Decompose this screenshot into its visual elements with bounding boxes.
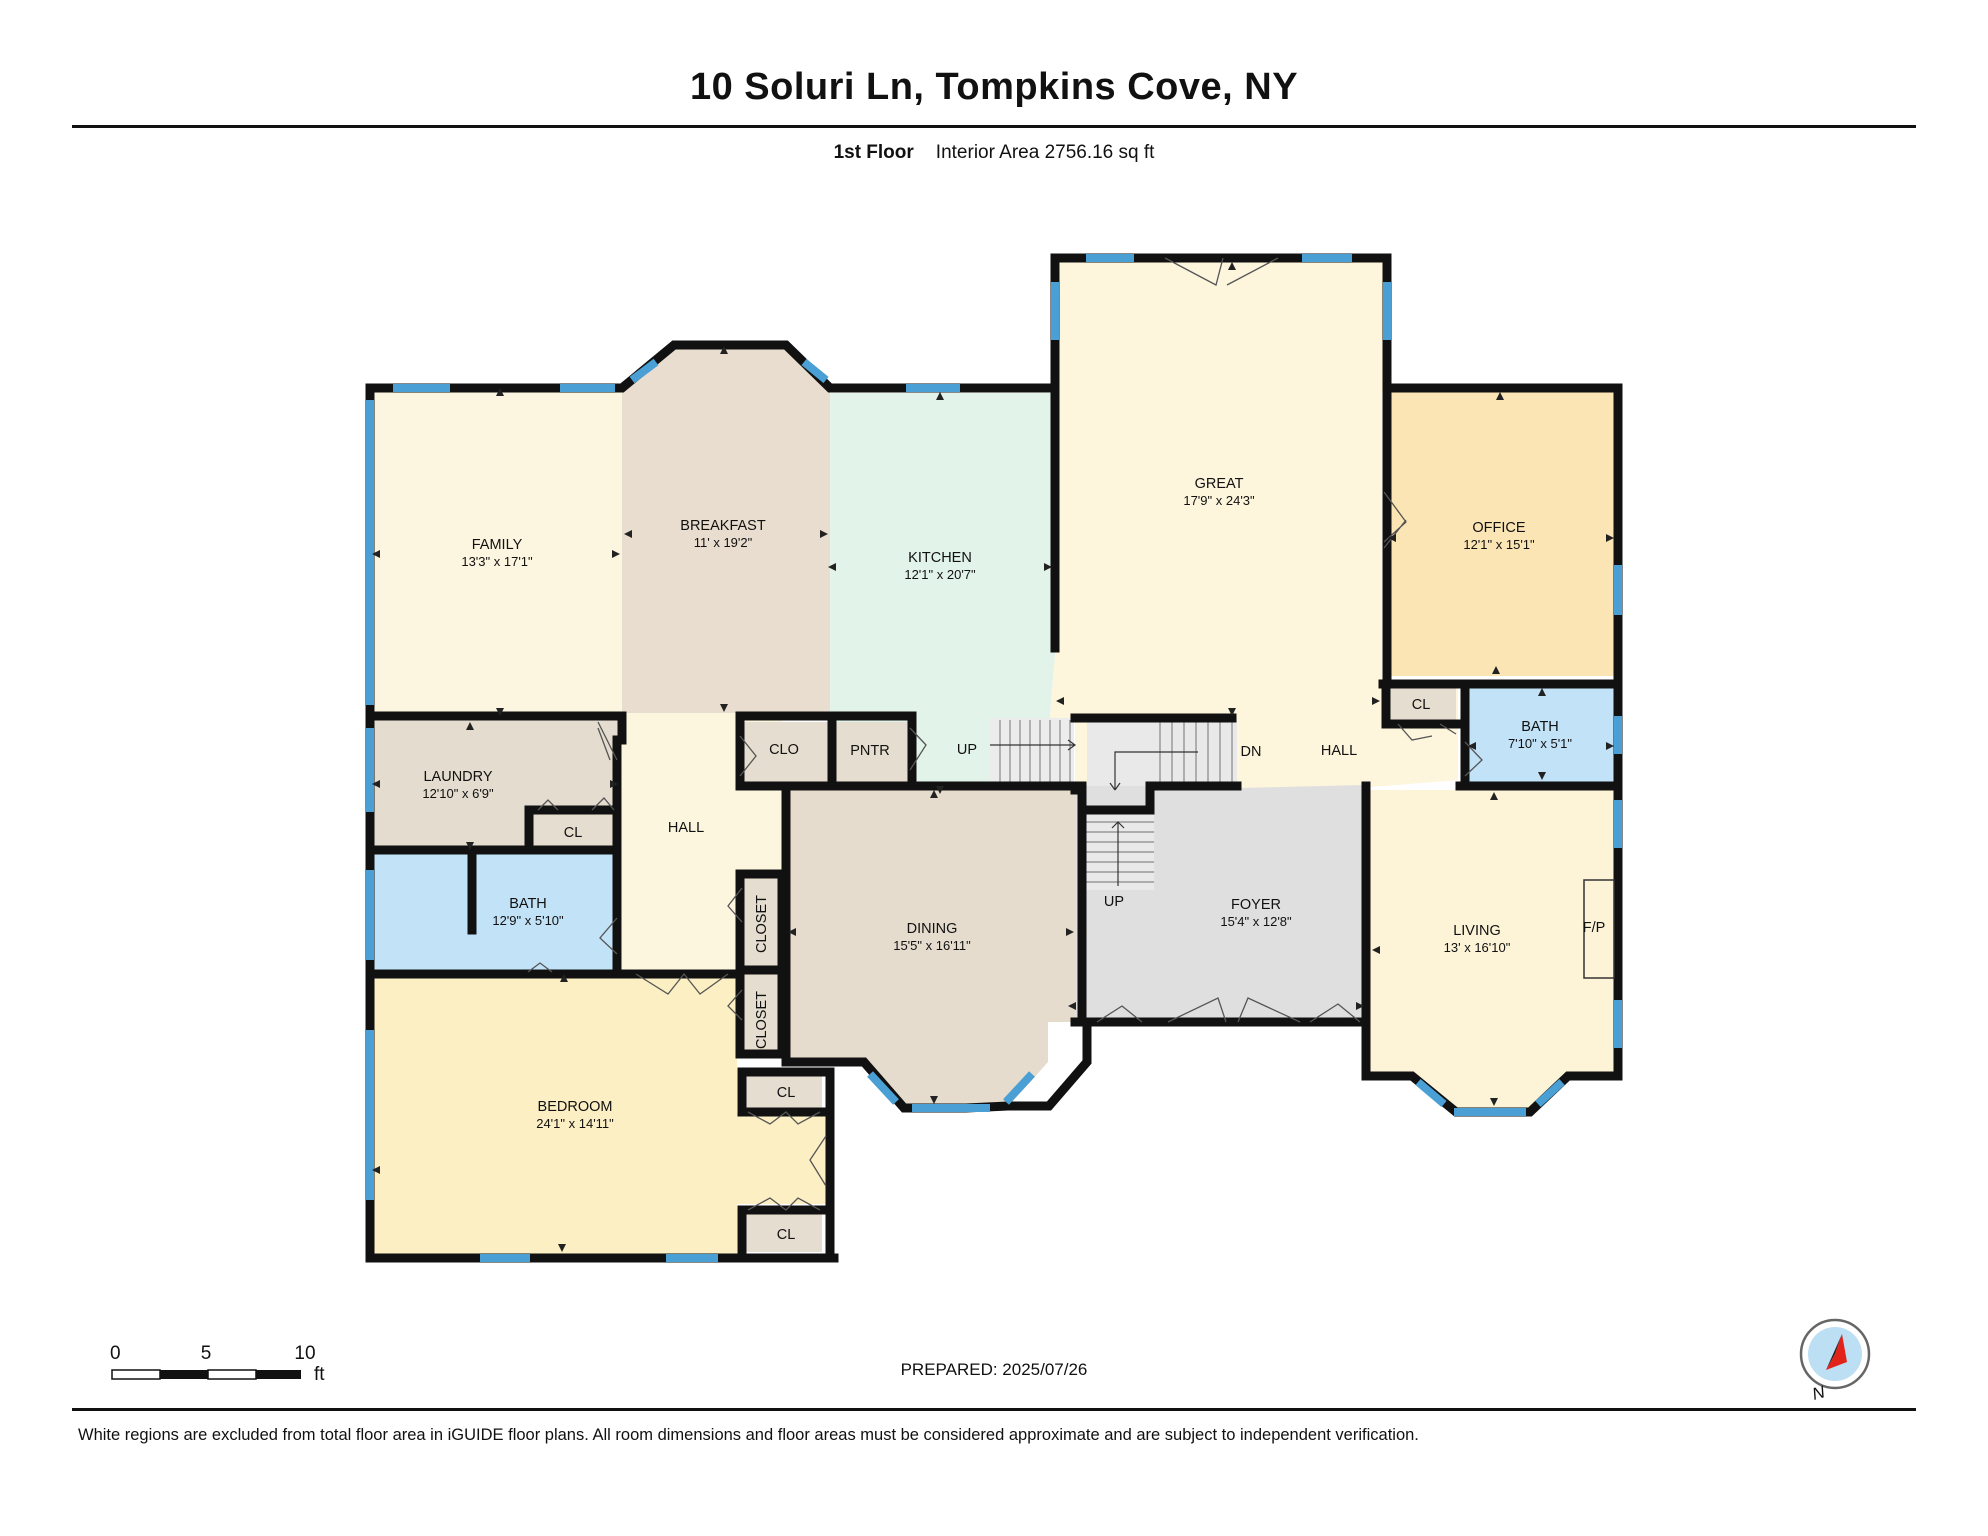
family-name: FAMILY — [472, 537, 523, 553]
dining-name: DINING — [907, 921, 958, 937]
dining-room — [786, 790, 1075, 1108]
foyer-name: FOYER — [1231, 897, 1281, 913]
bedroom-cl-bottom — [746, 1214, 822, 1252]
great-room — [1050, 262, 1458, 790]
right-bath-dims: 7'10" x 5'1" — [1508, 736, 1572, 751]
breakfast-name: BREAKFAST — [680, 518, 766, 534]
laundry-dims: 12'10" x 6'9" — [422, 786, 494, 801]
pntr-closet — [832, 722, 910, 784]
scale-unit: ft — [314, 1364, 325, 1385]
hall-right-label: HALL — [1321, 743, 1357, 759]
kitchen-dims: 12'1" x 20'7" — [904, 567, 976, 582]
left-bath-dims: 12'9" x 5'10" — [492, 913, 564, 928]
left-bath-room — [371, 854, 617, 970]
floor-name: 1st Floor — [833, 142, 914, 163]
windows — [366, 254, 1622, 1262]
bedroom-cl-top — [746, 1076, 822, 1112]
office-dims: 12'1" x 15'1" — [1463, 537, 1535, 552]
clo-label: CLO — [769, 742, 799, 758]
closet-upper — [742, 878, 780, 966]
living-dims: 13' x 16'10" — [1444, 940, 1511, 955]
breakfast-dims: 11' x 19'2" — [694, 535, 753, 550]
great-name: GREAT — [1195, 476, 1244, 492]
fireplace — [1583, 879, 1615, 979]
bedroom-dims: 24'1" x 14'11" — [536, 1116, 614, 1131]
stair-treads — [990, 718, 1233, 886]
hall-left-label: HALL — [668, 820, 704, 836]
great-dims: 17'9" x 24'3" — [1183, 493, 1255, 508]
interior-area: Interior Area 2756.16 sq ft — [935, 142, 1155, 163]
compass-north-label: N — [1810, 1382, 1827, 1404]
dining-dims: 15'5" x 16'11" — [893, 938, 971, 953]
room-fills — [370, 262, 1614, 1254]
footer-divider — [72, 1408, 1916, 1411]
scale-tick-5: 5 — [201, 1343, 212, 1364]
right-bath-room — [1468, 688, 1614, 782]
office-cl-closet — [1388, 688, 1456, 724]
title-divider — [72, 125, 1916, 128]
bedroom-name: BEDROOM — [538, 1099, 613, 1115]
kitchen-name: KITCHEN — [908, 550, 972, 566]
family-dims: 13'3" x 17'1" — [461, 554, 533, 569]
stair-kitchen — [990, 718, 1074, 782]
closet-lower-label: CLOSET — [754, 991, 770, 1049]
scale-tick-0: 0 — [110, 1343, 121, 1364]
dn-label: DN — [1241, 744, 1262, 760]
plan-title: 10 Soluri Ln, Tompkins Cove, NY — [689, 66, 1299, 108]
office-room — [1388, 392, 1614, 676]
scale-bar: 0 5 10 ft — [110, 1343, 325, 1385]
room-labels: FAMILY 13'3" x 17'1" BREAKFAST 11' x 19'… — [422, 476, 1605, 1243]
kitchen-room — [830, 393, 1070, 782]
pntr-label: PNTR — [850, 743, 889, 759]
laundry-cl-closet — [533, 812, 617, 850]
breakfast-room — [622, 345, 830, 713]
closet-upper-label: CLOSET — [754, 895, 770, 953]
up-kitchen-label: UP — [957, 742, 977, 758]
office-cl-label: CL — [1412, 697, 1431, 713]
closet-lower — [742, 974, 780, 1054]
doors — [527, 257, 1483, 1211]
compass-icon: N — [1799, 1318, 1871, 1404]
clo-closet — [742, 722, 828, 784]
foyer-dims: 15'4" x 12'8" — [1220, 914, 1292, 929]
bedroom-cl-top-label: CL — [777, 1085, 796, 1101]
laundry-name: LAUNDRY — [423, 769, 492, 785]
living-room — [1370, 790, 1614, 1108]
laundry-cl-label: CL — [564, 825, 583, 841]
plan-subtitle: 1st Floor Interior Area 2756.16 sq ft — [0, 142, 1988, 164]
up-foyer-label: UP — [1104, 894, 1124, 910]
scale-tick-10: 10 — [294, 1343, 315, 1364]
disclaimer-text: White regions are excluded from total fl… — [78, 1426, 1419, 1444]
living-name: LIVING — [1453, 923, 1501, 939]
left-bath-name: BATH — [509, 896, 547, 912]
bedroom-room — [371, 974, 737, 1254]
bedroom-cl-bottom-label: CL — [777, 1227, 796, 1243]
bedroom-ext — [737, 1112, 826, 1204]
office-name: OFFICE — [1472, 520, 1525, 536]
family-room — [370, 390, 622, 717]
fireplace-label: F/P — [1583, 920, 1606, 936]
right-bath-name: BATH — [1521, 719, 1559, 735]
prepared-date: PREPARED: 2025/07/26 — [900, 1360, 1088, 1379]
